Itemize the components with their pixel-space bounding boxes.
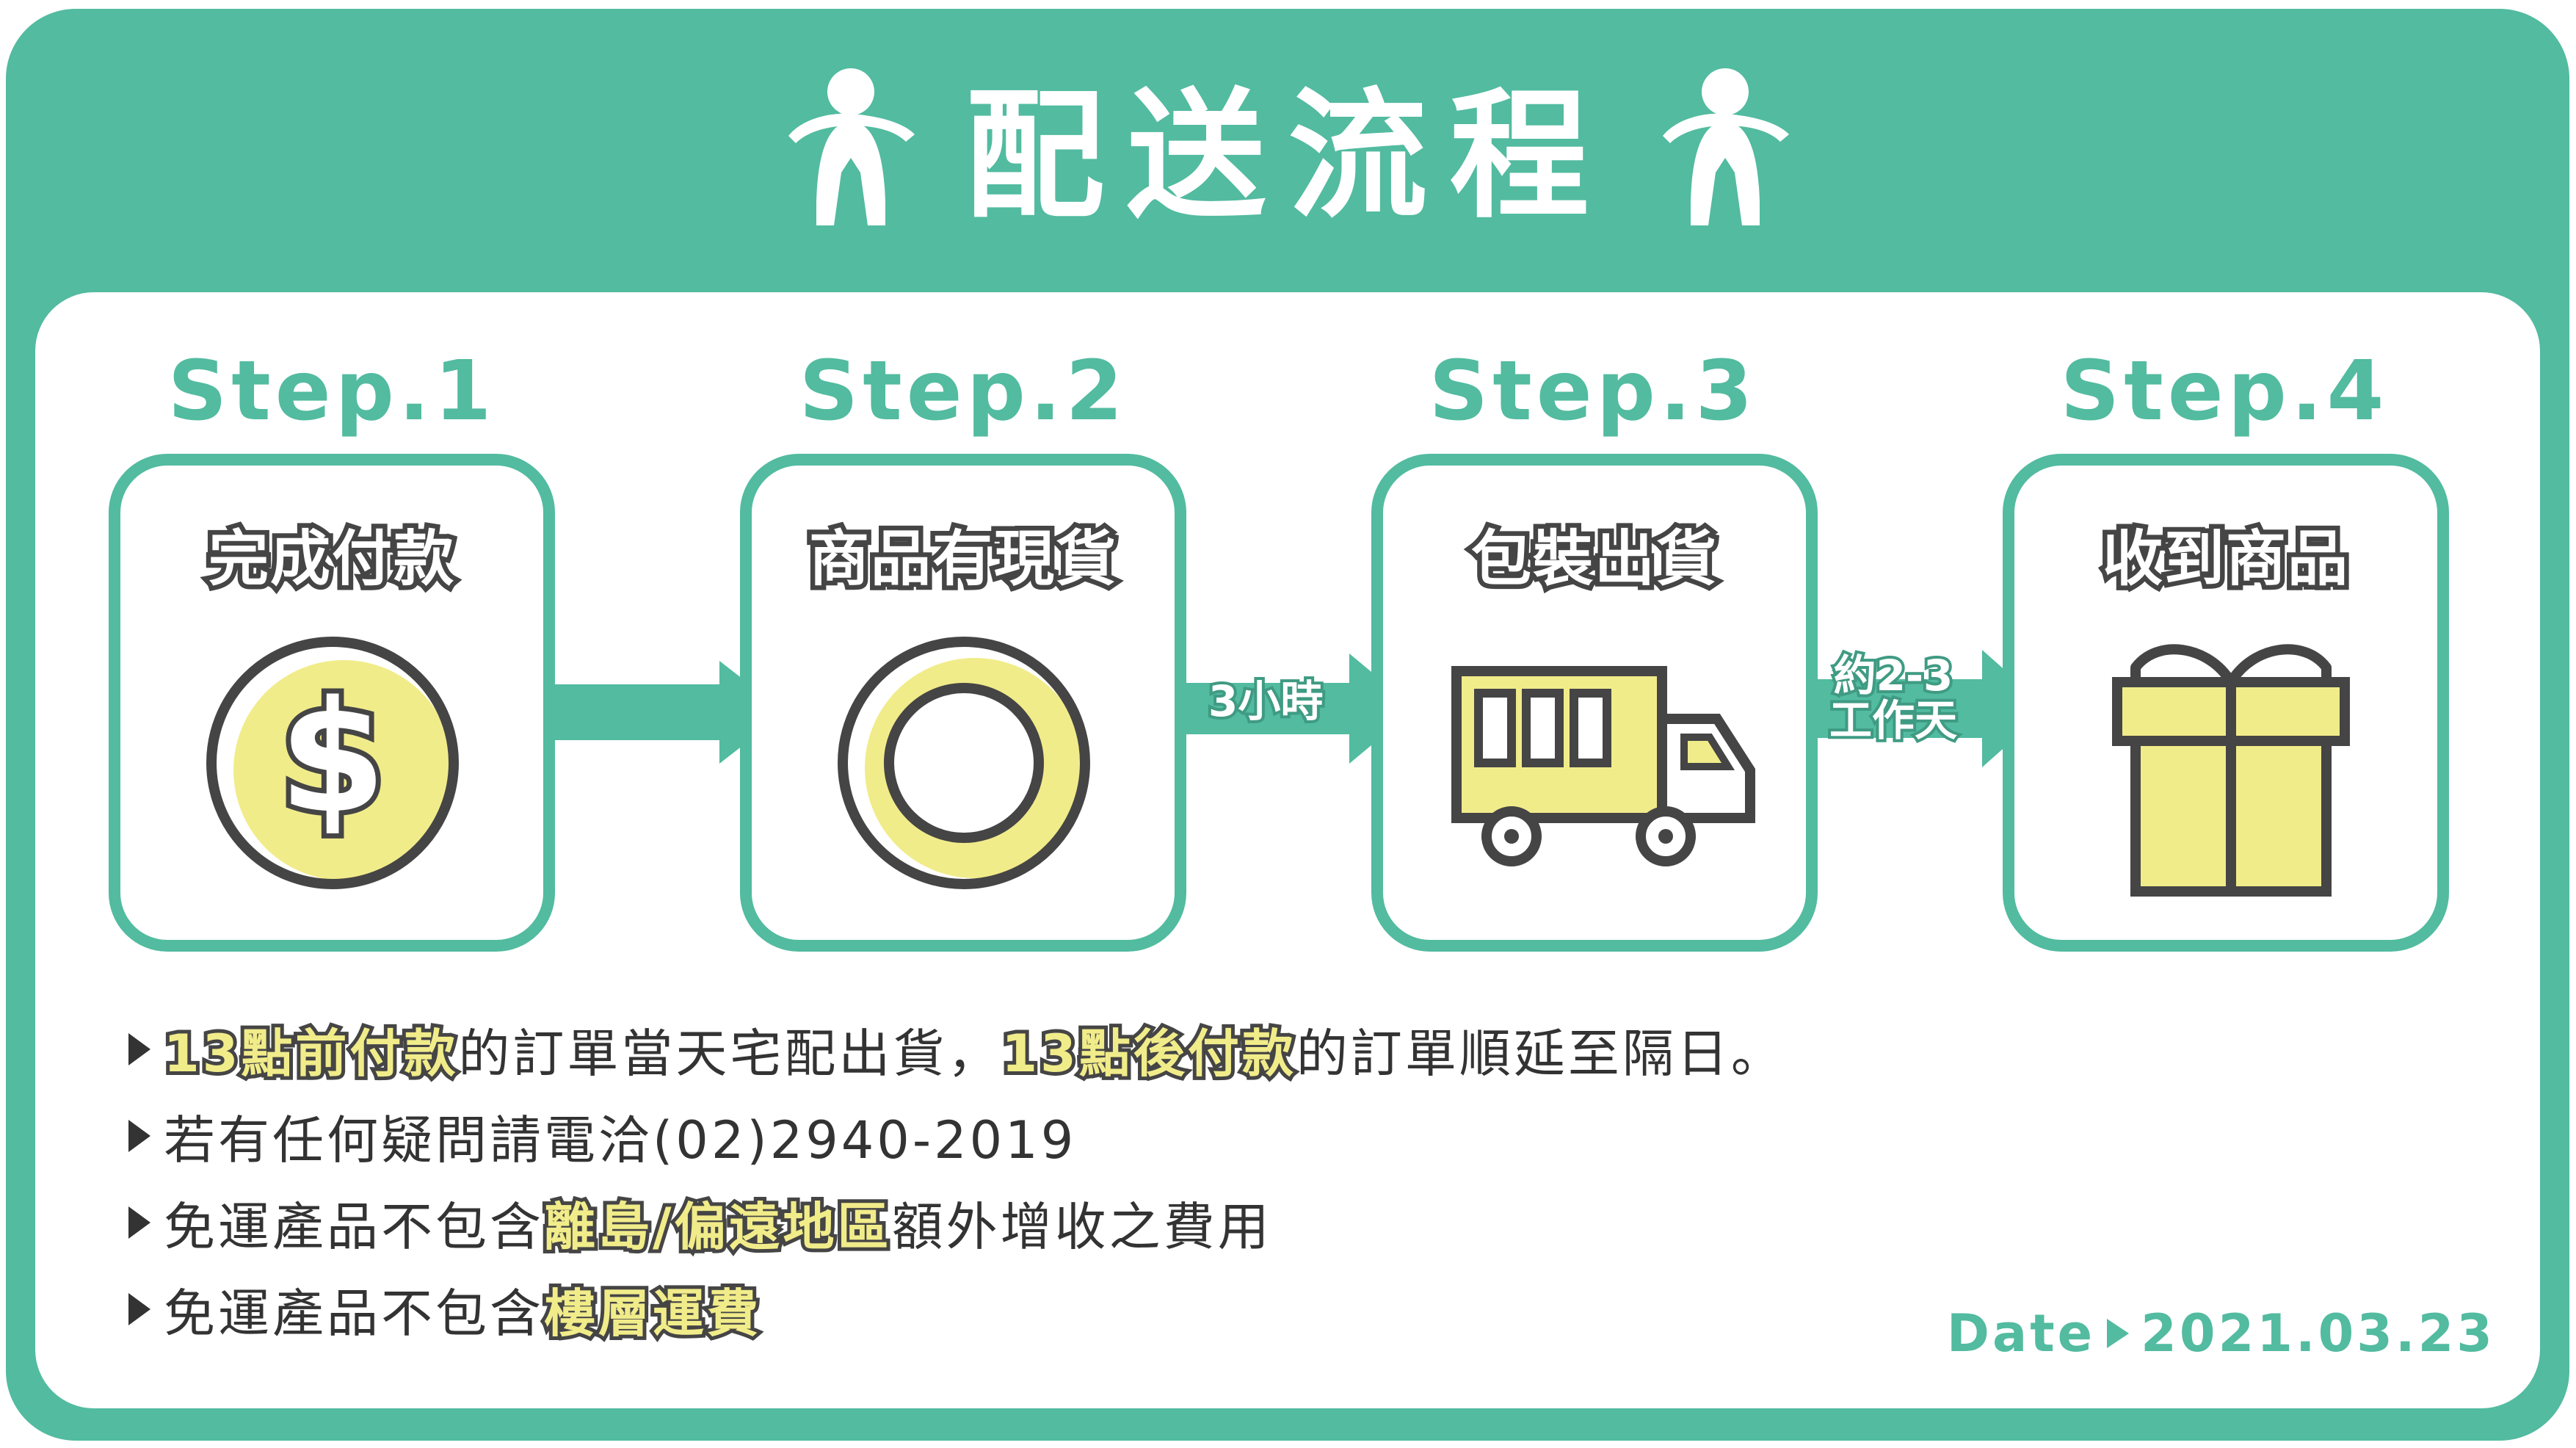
step-2-card: 商品有現貨	[740, 454, 1186, 952]
ring-icon	[838, 637, 1090, 889]
step-4-card: 收到商品	[2003, 454, 2449, 952]
step-2-label: Step.2	[799, 344, 1128, 439]
note-4: 免運產品不包含 樓層運費	[128, 1266, 1785, 1353]
note-3-highlight: 離島/偏遠地區	[540, 1193, 893, 1261]
notes-list: 13點前付款 的訂單當天宅配出貨， 13點後付款 的訂單順延至隔日。 若有任何疑…	[128, 1006, 1785, 1353]
arrow-3-label-line2: 工作天	[1826, 695, 1960, 746]
step-2-title: 商品有現貨	[804, 520, 1120, 599]
arrow-2-label: 3小時	[1205, 676, 1326, 727]
page-title: 配送流程	[965, 74, 1611, 237]
note-1-text-1: 的訂單當天宅配出貨，	[458, 1023, 1002, 1084]
step-1-label: Step.1	[167, 344, 496, 439]
coin-dollar-icon: $	[206, 637, 459, 889]
date-value: 2021.03.23	[2141, 1303, 2495, 1364]
arrow-3-label-line1: 約2-3	[1831, 651, 1956, 701]
title-row: 配送流程	[0, 51, 2576, 237]
note-1-highlight-2: 13點後付款	[998, 1020, 1296, 1087]
note-2-text: 若有任何疑問請電洽(02)2940-2019	[164, 1109, 1077, 1170]
step-4-label: Step.4	[2060, 344, 2389, 439]
note-3: 免運產品不包含 離島/偏遠地區 額外增收之費用	[128, 1179, 1785, 1266]
triangle-bullet-icon	[128, 1120, 150, 1152]
note-3-text-2: 額外增收之費用	[891, 1196, 1272, 1257]
triangle-arrow-icon	[2107, 1319, 2130, 1348]
person-icon	[788, 68, 915, 225]
step-3-label: Step.3	[1429, 344, 1757, 439]
svg-text:$: $	[279, 667, 386, 847]
step-1-card: 完成付款 $	[109, 454, 555, 952]
note-1-text-2: 的訂單順延至隔日。	[1296, 1023, 1785, 1084]
step-4-title: 收到商品	[2097, 520, 2352, 599]
person-icon	[1662, 68, 1789, 225]
date-stamp: Date 2021.03.23	[1947, 1303, 2495, 1364]
arrow-3-label: 約2-3 工作天	[1826, 651, 1960, 746]
note-2: 若有任何疑問請電洽(02)2940-2019	[128, 1093, 1785, 1179]
step-3-card: 包裝出貨	[1371, 454, 1818, 952]
arrow-1	[551, 661, 786, 764]
note-4-text: 免運產品不包含	[164, 1283, 544, 1344]
delivery-truck-icon	[1451, 666, 1755, 866]
triangle-bullet-icon	[128, 1206, 150, 1239]
step-3-title: 包裝出貨	[1466, 520, 1721, 599]
gift-box-icon	[2112, 644, 2350, 897]
triangle-bullet-icon	[128, 1033, 150, 1065]
date-label: Date	[1946, 1303, 2096, 1364]
arrow-2	[1180, 654, 1415, 764]
note-4-highlight: 樓層運費	[540, 1280, 762, 1347]
triangle-bullet-icon	[128, 1293, 150, 1325]
note-1: 13點前付款 的訂單當天宅配出貨， 13點後付款 的訂單順延至隔日。	[128, 1006, 1785, 1093]
arrow-3	[1813, 650, 2048, 767]
note-3-text-1: 免運產品不包含	[164, 1196, 544, 1257]
note-1-highlight-1: 13點前付款	[160, 1020, 459, 1087]
step-1-title: 完成付款	[203, 520, 458, 599]
